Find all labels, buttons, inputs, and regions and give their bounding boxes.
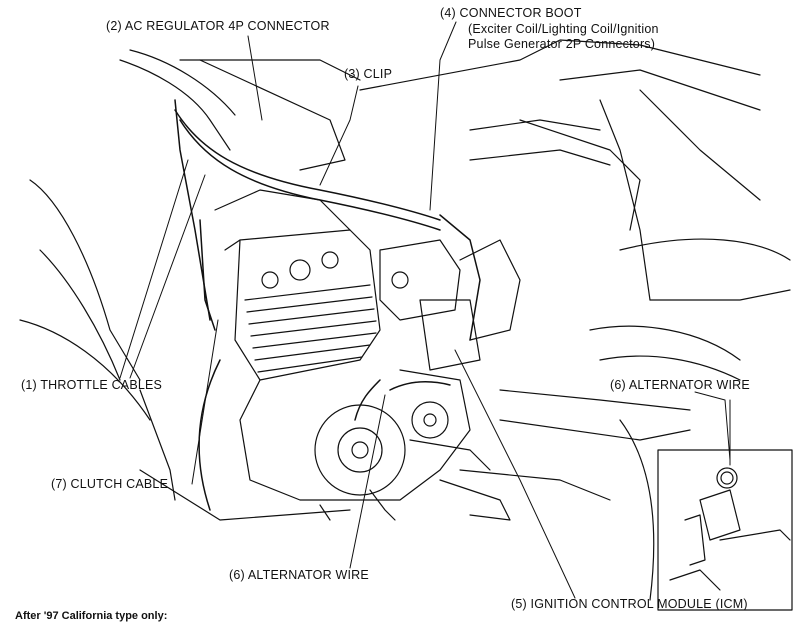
label-alternator-wire-right: (6) ALTERNATOR WIRE xyxy=(610,378,750,392)
label-clutch-cable: (7) CLUTCH CABLE xyxy=(51,477,169,491)
leader-lines xyxy=(119,21,731,599)
label-throttle-cables: (1) THROTTLE CABLES xyxy=(21,378,163,392)
footpeg xyxy=(319,479,511,521)
carburetor xyxy=(379,239,521,371)
label-connector-boot-sub2: Pulse Generator 2P Connectors) xyxy=(468,37,656,51)
footnote: After '97 California type only: xyxy=(15,610,168,622)
inset-box xyxy=(657,449,793,611)
engine-cylinder xyxy=(214,189,381,381)
label-ac-regulator: (2) AC REGULATOR 4P CONNECTOR xyxy=(106,19,330,33)
label-icm: (5) IGNITION CONTROL MODULE (ICM) xyxy=(511,597,748,611)
label-connector-boot-sub1: (Exciter Coil/Lighting Coil/Ignition xyxy=(468,22,659,36)
frame-outline xyxy=(19,39,791,601)
label-clip: (3) CLIP xyxy=(344,67,393,81)
cables xyxy=(174,99,481,511)
crankcase xyxy=(239,369,491,501)
label-connector-boot: (4) CONNECTOR BOOT xyxy=(440,6,582,20)
label-alternator-wire-bottom: (6) ALTERNATOR WIRE xyxy=(229,568,369,582)
